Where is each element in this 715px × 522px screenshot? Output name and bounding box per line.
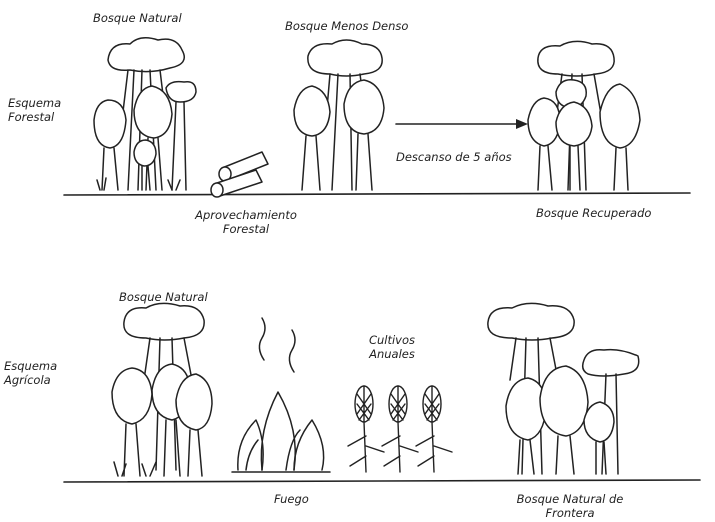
fire-illustration (232, 318, 330, 472)
arrow-head-icon (516, 119, 528, 129)
natural-forest-label: Bosque Natural (93, 11, 182, 25)
logs-illustration (211, 152, 268, 197)
harvest-label: Aprovechamiento Forestal (180, 208, 312, 236)
frontier-forest-label: Bosque Natural de Frontera (500, 492, 640, 520)
crops-illustration (348, 386, 452, 472)
less-dense-forest-label: Bosque Menos Denso (285, 19, 408, 33)
frontier-forest-label-line2: Frontera (500, 506, 640, 520)
crops-label-line1: Cultivos (352, 333, 432, 347)
forest-scheme-label: Esquema Forestal (8, 96, 61, 124)
agri-scheme-label: Esquema Agrícola (4, 359, 57, 387)
agri-scheme-label-line1: Esquema (4, 359, 57, 373)
less-dense-forest-illustration (294, 40, 384, 190)
forest-scheme-label-line2: Forestal (8, 110, 61, 124)
crops-label-line2: Anuales (352, 347, 432, 361)
forest-scheme-label-line1: Esquema (8, 96, 61, 110)
frontier-forest-label-line1: Bosque Natural de (500, 492, 640, 506)
agri-natural-forest-illustration (112, 303, 212, 476)
recovered-forest-illustration (528, 41, 640, 190)
ground-line-forest (64, 193, 690, 195)
ground-line-agri (64, 480, 700, 482)
natural-forest-illustration (94, 38, 196, 190)
fire-label: Fuego (274, 492, 309, 506)
frontier-forest-illustration (488, 303, 639, 474)
harvest-label-line2: Forestal (180, 222, 312, 236)
agri-natural-forest-label: Bosque Natural (119, 290, 208, 304)
rest-period-label: Descanso de 5 años (396, 150, 512, 164)
crops-label: Cultivos Anuales (352, 333, 432, 361)
harvest-label-line1: Aprovechamiento (180, 208, 312, 222)
recovered-forest-label: Bosque Recuperado (536, 206, 651, 220)
agri-scheme-label-line2: Agrícola (4, 373, 57, 387)
